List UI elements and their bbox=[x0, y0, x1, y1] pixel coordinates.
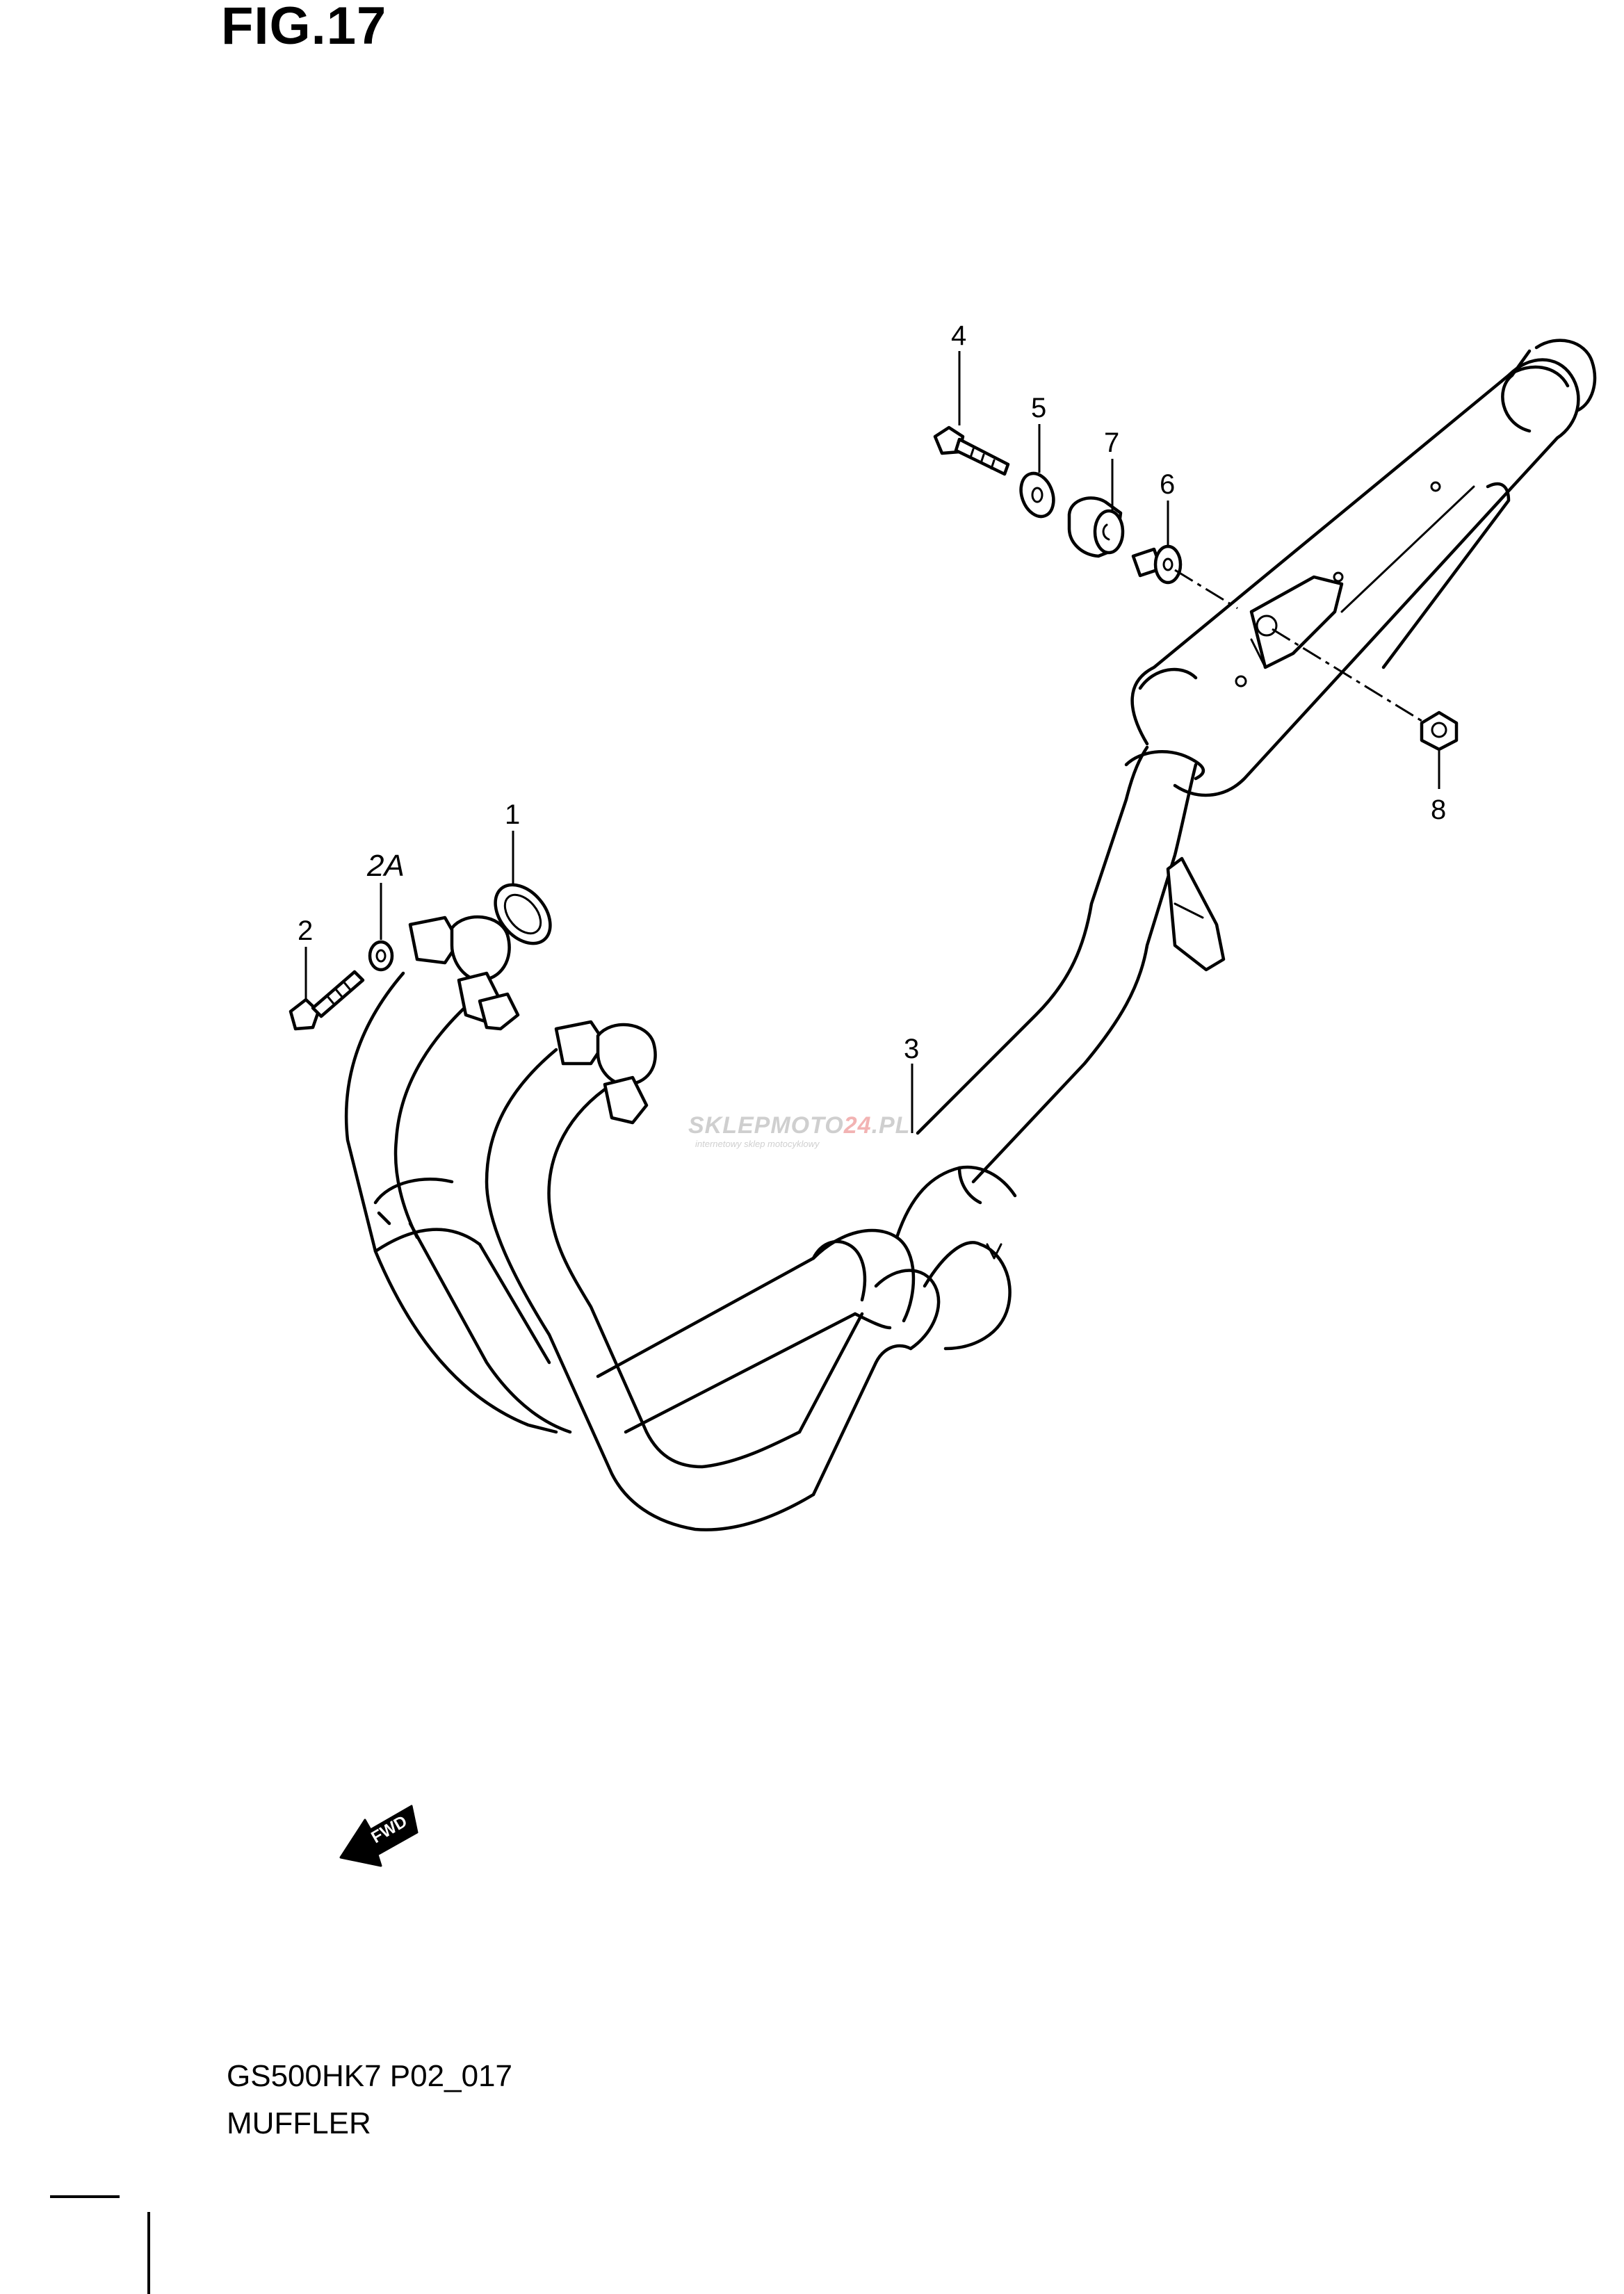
leader-lines bbox=[304, 351, 1440, 1133]
callout-5: 5 bbox=[1031, 393, 1046, 423]
callout-1: 1 bbox=[505, 799, 520, 830]
callout-7: 7 bbox=[1104, 428, 1119, 458]
collar-6[interactable] bbox=[1131, 544, 1183, 585]
gasket[interactable] bbox=[485, 875, 562, 954]
crop-mark-horizontal bbox=[50, 2195, 120, 2198]
figure-title: FIG.17 bbox=[221, 0, 387, 56]
bolt-4[interactable] bbox=[933, 425, 1010, 476]
model-code: GS500HK7 P02_017 bbox=[227, 2059, 512, 2093]
watermark-tagline: internetowy sklep motocyklowy bbox=[695, 1139, 820, 1149]
callout-2a: 2A bbox=[366, 849, 405, 883]
callout-2: 2 bbox=[298, 916, 313, 946]
callout-6: 6 bbox=[1160, 469, 1175, 500]
watermark-brand-c: .PL bbox=[872, 1112, 911, 1139]
muffler-body[interactable] bbox=[1130, 339, 1597, 797]
callout-8: 8 bbox=[1431, 795, 1446, 825]
svg-text:SKLEPMOTO24.PL: SKLEPMOTO24.PL bbox=[688, 1112, 910, 1139]
bolt-2[interactable] bbox=[289, 970, 365, 1031]
callout-4: 4 bbox=[951, 320, 966, 351]
nut-8[interactable] bbox=[1420, 710, 1459, 751]
exhaust-pipe-assembly[interactable] bbox=[344, 745, 1226, 1531]
callout-labels: 1 2 2A 3 4 5 6 7 8 bbox=[298, 320, 1446, 1064]
fwd-arrow-icon: FWD bbox=[339, 1805, 419, 1867]
callout-3: 3 bbox=[904, 1034, 919, 1064]
washer-5[interactable] bbox=[1015, 469, 1059, 521]
watermark-brand-a: SKLEPMOTO bbox=[688, 1112, 844, 1139]
cushion-7[interactable] bbox=[1067, 496, 1125, 558]
part-name: MUFFLER bbox=[227, 2106, 371, 2140]
watermark-brand-b: 24 bbox=[843, 1112, 872, 1139]
crop-mark-vertical bbox=[147, 2212, 150, 2294]
washer-2a[interactable] bbox=[368, 940, 394, 972]
watermark: SKLEPMOTO24.PL internetowy sklep motocyk… bbox=[688, 1112, 910, 1149]
